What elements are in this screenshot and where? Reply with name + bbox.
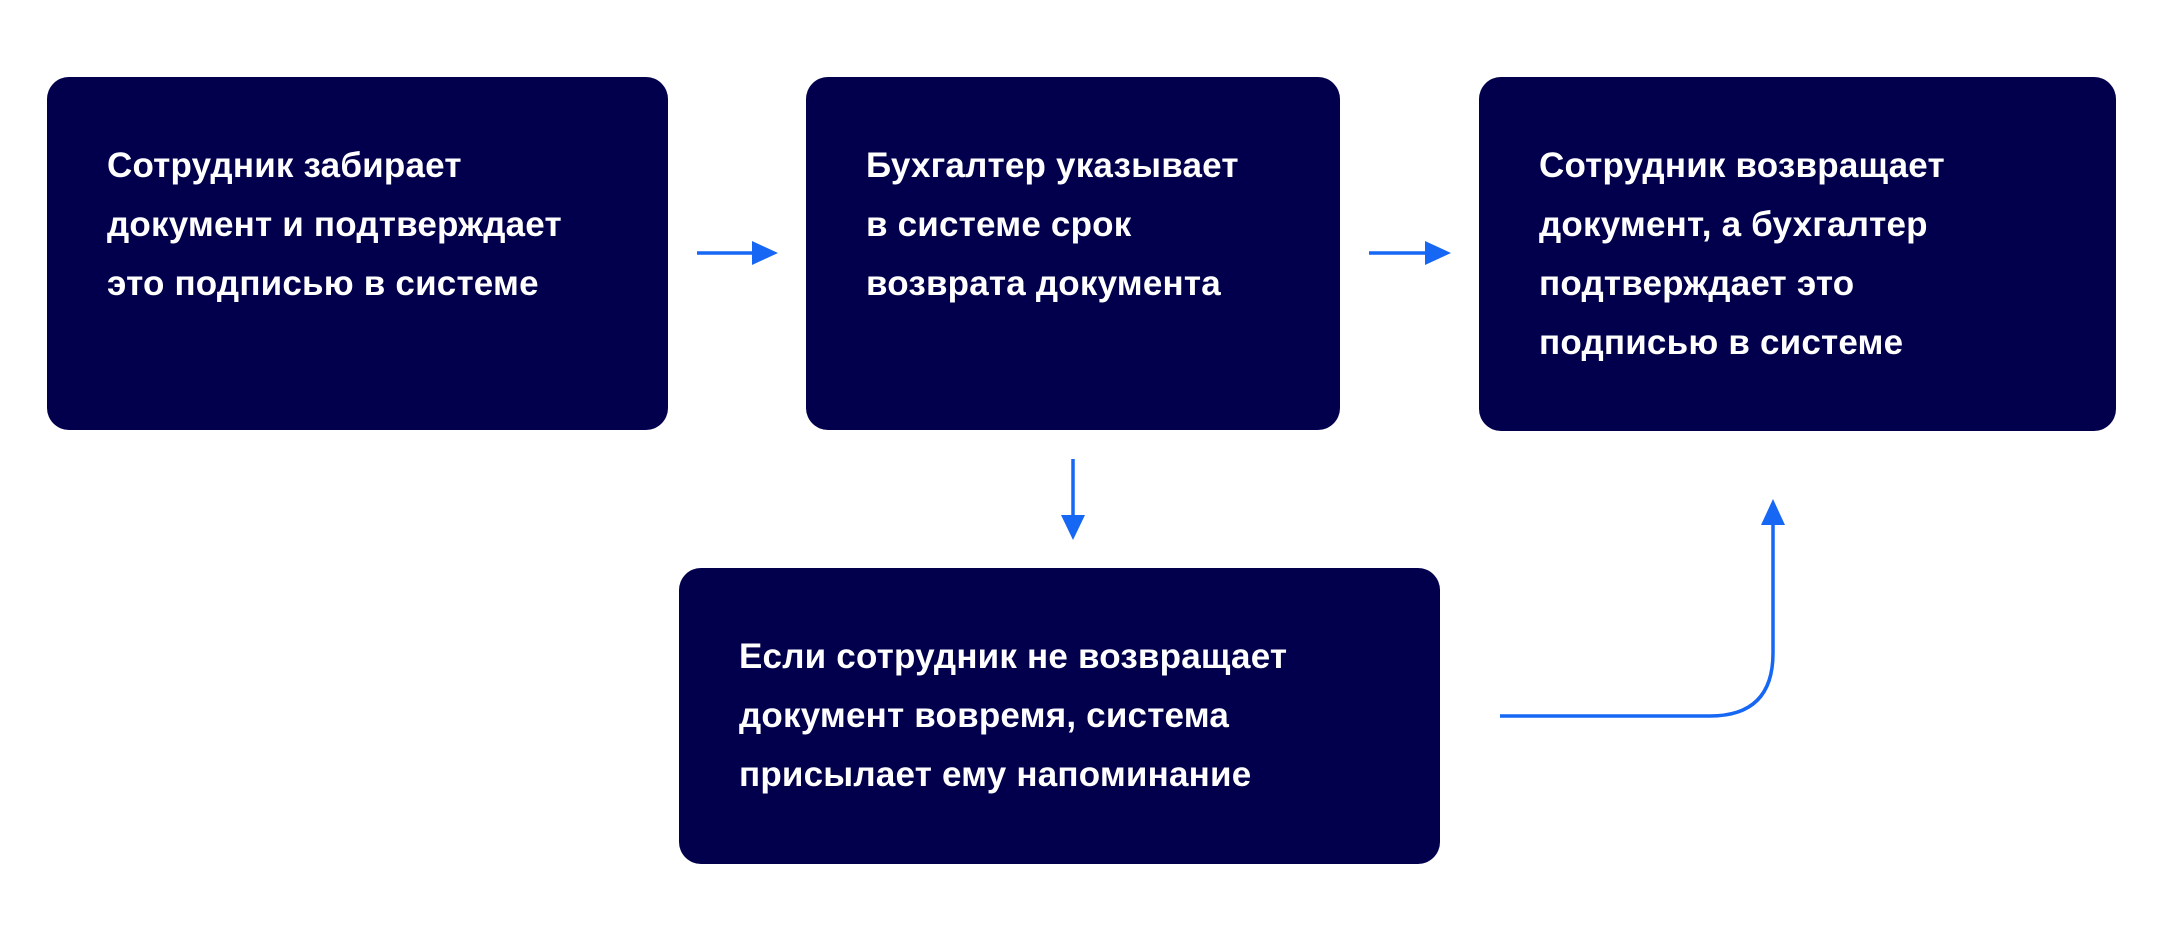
step-box-reminder: Если сотрудник не возвращает документ во…: [679, 568, 1440, 864]
arrow-box2-to-box4: [1061, 459, 1085, 540]
step-text-reminder: Если сотрудник не возвращает документ во…: [739, 637, 1288, 794]
step-box-collect-document: Сотрудник забирает документ и подтвержда…: [47, 77, 668, 430]
step-box-set-return-date: Бухгалтер указывает в системе срок возвр…: [806, 77, 1340, 430]
step-box-return-document: Сотрудник возвращает документ, а бухгалт…: [1479, 77, 2116, 431]
step-text-collect-document: Сотрудник забирает документ и подтвержда…: [107, 146, 562, 303]
arrow-box1-to-box2: [697, 241, 778, 265]
arrow-box4-to-box3: [1500, 499, 1785, 718]
step-text-set-return-date: Бухгалтер указывает в системе срок возвр…: [866, 146, 1239, 303]
step-text-return-document: Сотрудник возвращает документ, а бухгалт…: [1539, 146, 1945, 362]
arrow-box2-to-box3: [1369, 241, 1451, 265]
